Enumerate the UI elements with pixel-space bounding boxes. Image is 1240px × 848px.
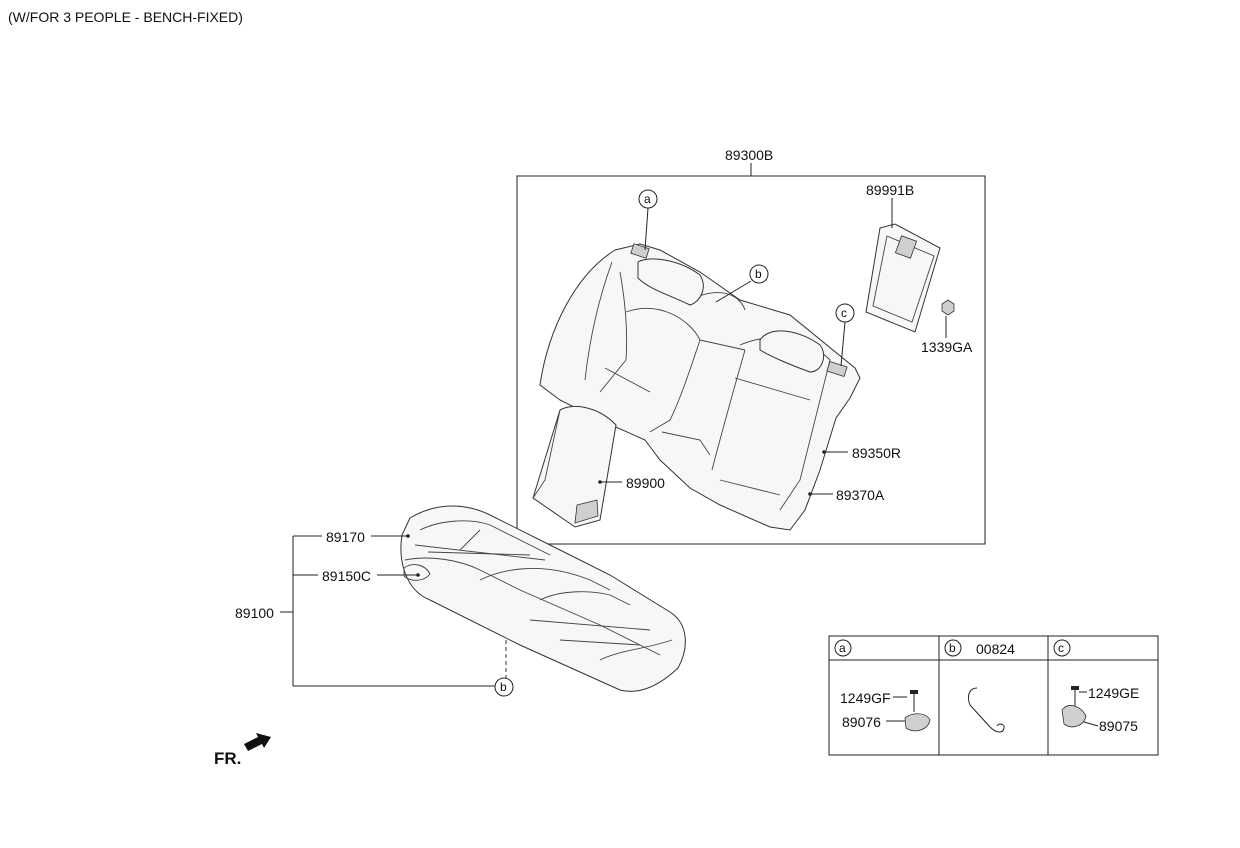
callout-b-back-leader — [715, 280, 752, 303]
label-89170[interactable]: 89170 — [326, 529, 365, 545]
legend-b-header[interactable]: 00824 — [976, 641, 1015, 657]
label-89991B[interactable]: 89991B — [866, 182, 914, 198]
legend-c-bracket-label[interactable]: 89075 — [1099, 718, 1138, 734]
bolt-icon — [1071, 686, 1079, 706]
legend-a-bracket-label[interactable]: 89076 — [842, 714, 881, 730]
legend-c-circle — [1053, 639, 1071, 657]
label-89900[interactable]: 89900 — [626, 475, 665, 491]
diagram-title: (W/FOR 3 PEOPLE - BENCH-FIXED) — [8, 9, 243, 25]
callout-b-cushion-letter: b — [500, 680, 507, 694]
seat-cushion-illustration — [400, 505, 686, 692]
callout-a-back-letter: a — [644, 192, 651, 206]
callout-a-back-leader — [644, 207, 649, 251]
legend-c-bolt-label[interactable]: 1249GE — [1088, 685, 1139, 701]
legend-a-circle — [834, 639, 852, 657]
legend-a-bolt-label[interactable]: 1249GF — [840, 690, 891, 706]
label-89150C[interactable]: 89150C — [322, 568, 371, 584]
legend-a-letter: a — [839, 641, 846, 655]
bracket-a-icon — [904, 713, 931, 732]
label-89300B[interactable]: 89300B — [725, 147, 773, 163]
front-arrow-icon — [244, 733, 271, 751]
callout-b-back[interactable] — [749, 264, 769, 284]
label-89350R[interactable]: 89350R — [852, 445, 901, 461]
seat-back-illustration — [539, 243, 861, 531]
bracket-c-icon — [1061, 705, 1087, 728]
label-89370A[interactable]: 89370A — [836, 487, 885, 503]
callout-c-back-letter: c — [841, 306, 847, 320]
label-89100[interactable]: 89100 — [235, 605, 274, 621]
armrest-illustration — [532, 406, 617, 528]
callout-b-cushion[interactable] — [494, 677, 514, 697]
wire-clip-icon — [967, 687, 1005, 733]
label-1339GA[interactable]: 1339GA — [921, 339, 973, 355]
cushion-pad-insert — [403, 564, 431, 581]
front-orientation-label: FR. — [214, 749, 241, 768]
back-board-illustration — [865, 223, 941, 333]
legend-b-letter: b — [949, 641, 956, 655]
callout-c-back-leader — [840, 321, 846, 367]
legend-c-bracket-leader — [1083, 721, 1099, 727]
callout-b-back-letter: b — [755, 267, 762, 281]
legend-c-letter: c — [1058, 641, 1064, 655]
bolt-icon — [910, 690, 918, 712]
detail-legend-table — [828, 635, 1159, 756]
nut-icon — [941, 299, 955, 316]
legend-b-circle — [944, 639, 962, 657]
